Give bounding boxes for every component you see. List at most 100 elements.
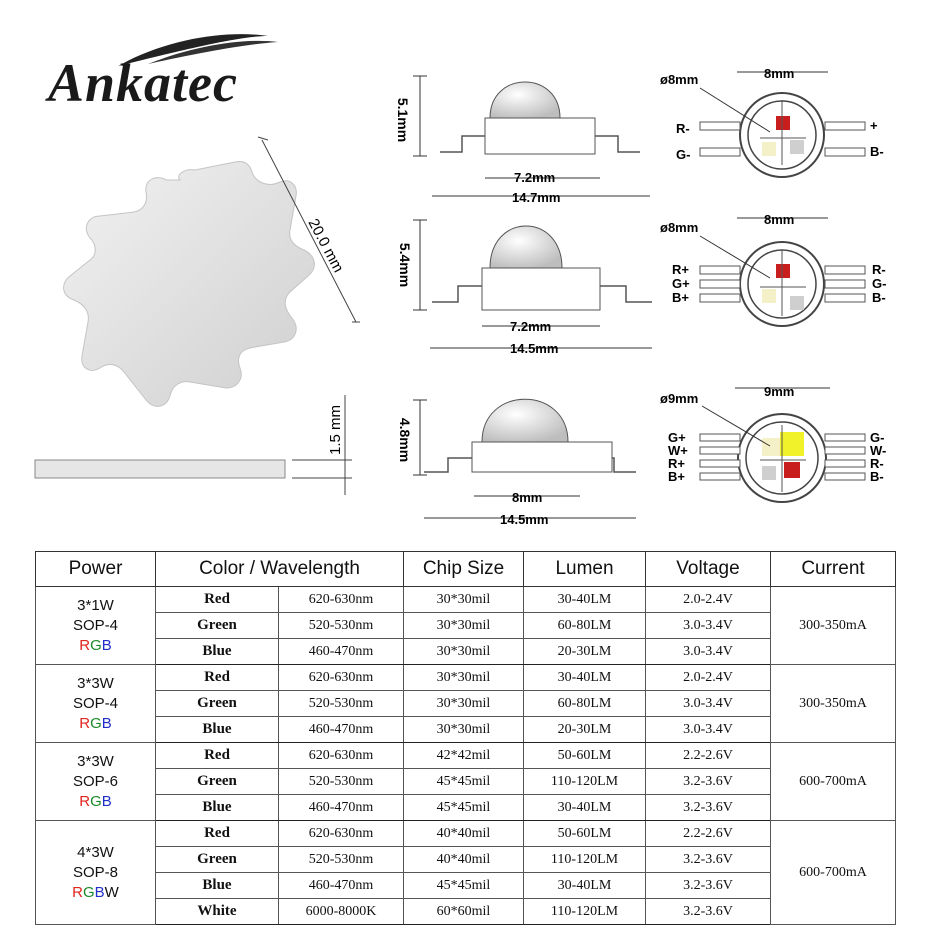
- voltage: 3.0-3.4V: [645, 612, 771, 639]
- package-2-side-view: 5.4mm 7.2mm 14.5mm: [397, 219, 652, 356]
- color-letter: B: [94, 883, 105, 901]
- power-rating: 3*3W: [77, 752, 114, 770]
- package-3-side-view: 4.8mm 8mm 14.5mm: [397, 398, 636, 527]
- current: 300-350mA: [770, 586, 896, 665]
- lumen: 20-30LM: [523, 716, 646, 743]
- chip-size: 30*30mil: [403, 586, 524, 613]
- color-letter: W: [104, 883, 119, 901]
- wavelength: 620-630nm: [278, 820, 404, 847]
- chip-size: 30*30mil: [403, 612, 524, 639]
- brand-logo: Ankatec: [48, 34, 278, 122]
- header-power: Power: [35, 551, 156, 587]
- lumen: 110-120LM: [523, 898, 646, 925]
- package-3-lens-dia: ø9mm: [660, 391, 698, 406]
- current: 300-350mA: [770, 664, 896, 743]
- package-3-pin-right-2: W-: [870, 443, 886, 458]
- spec-table: Power Color / Wavelength Chip Size Lumen…: [35, 551, 896, 925]
- package-2-top-view: ø8mm 8mm R+ G+ B+ R- G- B-: [660, 212, 886, 327]
- color-letter: G: [90, 792, 102, 810]
- chip-size: 30*30mil: [403, 638, 524, 665]
- color-letter: R: [79, 792, 91, 810]
- wavelength: 6000-8000K: [278, 898, 404, 925]
- package-3-total-width: 14.5mm: [500, 512, 548, 527]
- header-voltage: Voltage: [645, 551, 771, 587]
- wavelength: 520-530nm: [278, 612, 404, 639]
- package-1-lens-size: 8mm: [764, 66, 794, 81]
- wavelength: 620-630nm: [278, 586, 404, 613]
- chip-size: 30*30mil: [403, 690, 524, 717]
- package-2-pin-right-3: B-: [872, 290, 886, 305]
- chip-size: 60*60mil: [403, 898, 524, 925]
- chip-size: 30*30mil: [403, 716, 524, 743]
- voltage: 2.2-2.6V: [645, 820, 771, 847]
- package-type: SOP-6: [72, 772, 118, 790]
- color-letter: B: [101, 636, 112, 654]
- voltage: 3.2-3.6V: [645, 768, 771, 795]
- package-3-height: 4.8mm: [397, 418, 413, 462]
- package-1-lens-dia: ø8mm: [660, 72, 698, 87]
- color-letter: G: [82, 883, 95, 901]
- lumen: 50-60LM: [523, 742, 646, 769]
- chip-size: 40*40mil: [403, 820, 524, 847]
- color-name: White: [155, 898, 279, 925]
- package-3-chip-width: 8mm: [512, 490, 542, 505]
- logo-swoosh-icon: [118, 34, 278, 66]
- color-name: Green: [155, 690, 279, 717]
- package-3-pin-left-3: R+: [668, 456, 685, 471]
- package-2-pin-right-1: R-: [872, 262, 886, 277]
- voltage: 3.0-3.4V: [645, 716, 771, 743]
- package-1-pin-left-2: G-: [676, 147, 690, 162]
- wavelength: 460-470nm: [278, 872, 404, 899]
- package-type: SOP-4: [72, 694, 118, 712]
- color-letters: RGB: [36, 714, 155, 734]
- lumen: 30-40LM: [523, 586, 646, 613]
- package-2-pin-left-3: B+: [672, 290, 689, 305]
- lumen: 110-120LM: [523, 768, 646, 795]
- lumen: 60-80LM: [523, 612, 646, 639]
- current: 600-700mA: [770, 742, 896, 821]
- package-3-pin-left-4: B+: [668, 469, 685, 484]
- color-letter: B: [101, 714, 112, 732]
- color-letter: G: [90, 714, 102, 732]
- color-name: Green: [155, 846, 279, 873]
- package-2-pin-left-1: R+: [672, 262, 689, 277]
- color-name: Blue: [155, 716, 279, 743]
- color-letter: R: [72, 883, 83, 901]
- lumen: 50-60LM: [523, 820, 646, 847]
- wavelength: 520-530nm: [278, 846, 404, 873]
- color-name: Blue: [155, 872, 279, 899]
- header-current: Current: [770, 551, 896, 587]
- package-3-pin-right-3: R-: [870, 456, 884, 471]
- voltage: 3.2-3.6V: [645, 846, 771, 873]
- voltage: 3.0-3.4V: [645, 690, 771, 717]
- package-2-chip-width: 7.2mm: [510, 319, 551, 334]
- current: 600-700mA: [770, 820, 896, 925]
- package-2-pin-left-2: G+: [672, 276, 690, 291]
- package-1-pin-left-1: R-: [676, 121, 690, 136]
- voltage: 3.2-3.6V: [645, 872, 771, 899]
- package-3-pin-left-2: W+: [668, 443, 688, 458]
- package-1-chip-width: 7.2mm: [514, 170, 555, 185]
- package-3-top-view: ø9mm 9mm G+ W+ R+ B+ G- W- R- B-: [660, 384, 886, 503]
- color-letters: RGB: [36, 636, 155, 656]
- color-name: Green: [155, 612, 279, 639]
- color-name: Blue: [155, 794, 279, 821]
- voltage: 3.0-3.4V: [645, 638, 771, 665]
- lumen: 30-40LM: [523, 872, 646, 899]
- color-letter: R: [79, 636, 91, 654]
- package-3-pin-right-4: B-: [870, 469, 884, 484]
